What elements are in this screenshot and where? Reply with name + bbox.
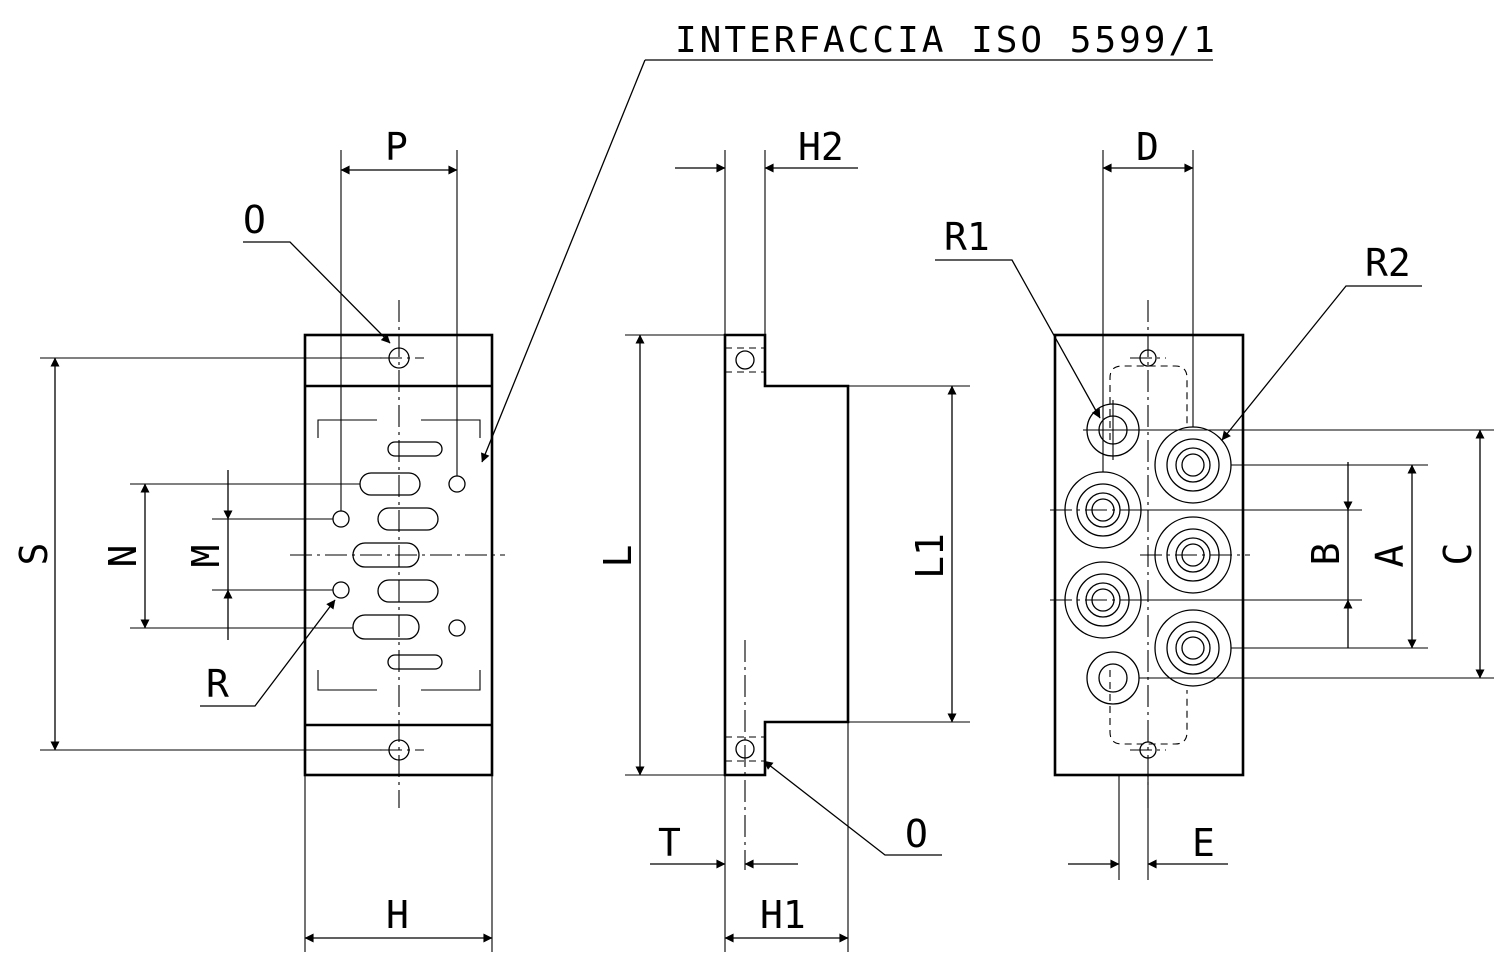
label-A: A — [1368, 544, 1412, 567]
leader-R2 — [1221, 285, 1422, 441]
front-view: P O R H S N M — [12, 125, 505, 952]
label-E: E — [1192, 821, 1215, 865]
side-view: H2 T O H1 L L1 — [596, 125, 970, 952]
label-H: H — [386, 893, 409, 937]
leader-R1 — [935, 259, 1101, 419]
port-fitting — [1154, 609, 1232, 687]
label-O-side: O — [905, 812, 928, 856]
label-O-front: O — [243, 198, 266, 242]
port-slot — [352, 614, 420, 640]
mounting-hole — [1139, 741, 1157, 759]
port-slot — [387, 654, 443, 670]
port-fitting — [1154, 426, 1232, 504]
port-slot — [387, 441, 443, 457]
port-body-outline — [1053, 333, 1245, 777]
hidden-channel-bottom — [1109, 670, 1188, 745]
leader-O-side — [763, 760, 942, 856]
leader-R — [200, 599, 336, 707]
mounting-hole — [1139, 349, 1157, 367]
pilot-hole — [332, 581, 350, 599]
label-R: R — [206, 662, 229, 706]
label-D: D — [1136, 125, 1159, 169]
side-hole — [735, 350, 755, 370]
label-N: N — [101, 545, 145, 568]
port-fitting — [1083, 400, 1143, 460]
label-H1: H1 — [760, 893, 806, 937]
label-L1: L1 — [908, 533, 952, 579]
label-T: T — [658, 821, 681, 865]
side-body-outline — [723, 333, 850, 777]
port-slot — [352, 542, 420, 568]
title-leader — [481, 59, 646, 463]
pilot-hole — [332, 510, 350, 528]
label-S: S — [12, 543, 56, 566]
label-R1: R1 — [944, 215, 990, 259]
port-slot — [359, 472, 421, 496]
interface-corner-bottom — [317, 670, 481, 691]
port-fitting — [1086, 651, 1140, 705]
pilot-hole — [448, 475, 466, 493]
port-slot — [377, 579, 439, 603]
label-P: P — [385, 125, 408, 169]
interface-corner-top — [317, 419, 481, 438]
title-label: INTERFACCIA ISO 5599/1 — [675, 20, 1218, 61]
port-slot — [377, 507, 439, 531]
label-R2: R2 — [1365, 241, 1411, 285]
label-H2: H2 — [798, 125, 844, 169]
label-B: B — [1304, 543, 1348, 566]
hidden-channel-top — [1109, 365, 1188, 440]
leader-O-front — [243, 241, 391, 344]
label-C: C — [1436, 543, 1480, 566]
label-L: L — [596, 545, 640, 568]
port-view: D R1 R2 E B A C — [935, 125, 1494, 880]
label-M: M — [184, 545, 228, 568]
title-annotation: INTERFACCIA ISO 5599/1 — [481, 20, 1218, 463]
pilot-hole — [448, 619, 466, 637]
